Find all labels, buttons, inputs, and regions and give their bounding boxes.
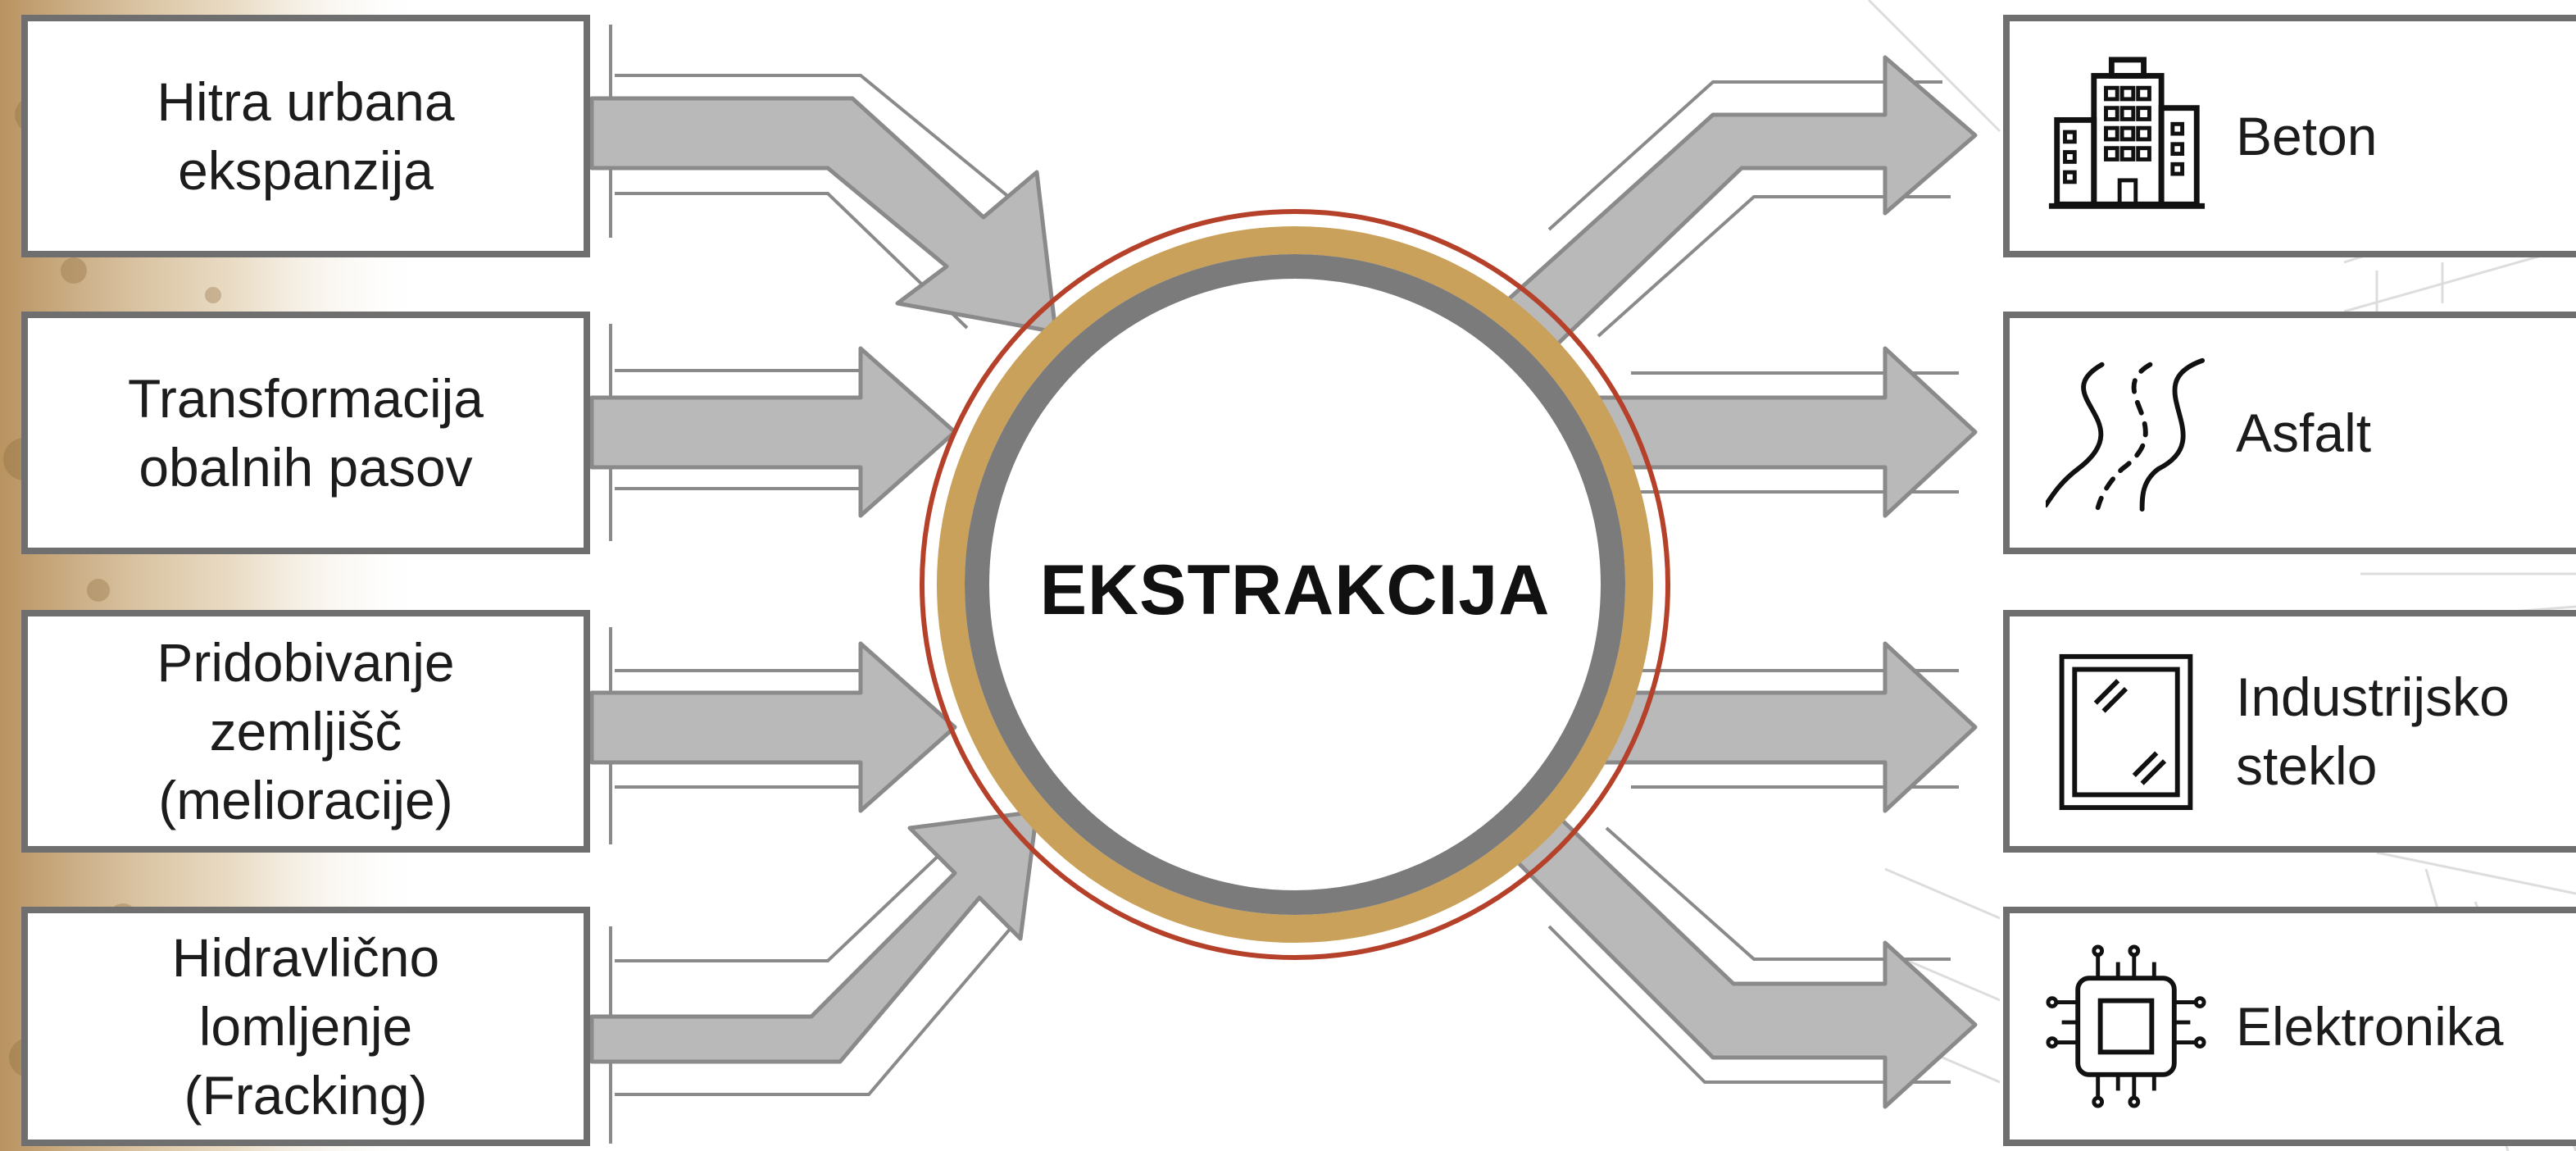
input-arrow-3 — [589, 641, 957, 813]
input-label: Hidravlično lomljenje (Fracking) — [171, 927, 440, 1126]
output-label: Beton — [2236, 106, 2378, 166]
input-label: Transformacija obalnih pasov — [128, 368, 484, 498]
output-arrow-4 — [1506, 809, 1978, 1109]
output-label: Asfalt — [2236, 403, 2372, 463]
output-box-asphalt: Asfalt — [2003, 312, 2576, 554]
input-label: Pridobivanje zemljišč (melioracije) — [157, 632, 455, 830]
building-icon — [2048, 57, 2206, 209]
glass-pane-icon — [2059, 653, 2193, 811]
output-label: Industrijsko steklo — [2236, 666, 2510, 796]
input-arrows — [589, 96, 1058, 1064]
output-arrow-3 — [1596, 641, 1978, 813]
input-box-fracking: Hidravlično lomljenje (Fracking) — [21, 907, 590, 1146]
input-box-urban-expansion: Hitra urbana ekspanzija — [21, 15, 590, 257]
center-label: EKSTRAKCIJA — [1039, 550, 1551, 630]
output-box-industrial-glass: Industrijsko steklo — [2003, 610, 2576, 853]
input-box-coastal-transformation: Transformacija obalnih pasov — [21, 312, 590, 554]
input-arrow-1 — [589, 96, 1058, 334]
output-arrow-1 — [1502, 55, 1978, 347]
input-label: Hitra urbana ekspanzija — [157, 71, 455, 201]
input-box-land-reclamation: Pridobivanje zemljišč (melioracije) — [21, 610, 590, 853]
input-arrow-2 — [589, 346, 957, 518]
output-arrow-2 — [1596, 346, 1978, 518]
output-arrows — [1502, 55, 1978, 1109]
output-box-concrete: Beton — [2003, 15, 2576, 257]
input-arrow-4 — [589, 809, 1039, 1064]
road-icon — [2046, 357, 2206, 512]
microchip-icon — [2046, 944, 2206, 1108]
extraction-ring — [920, 209, 1670, 960]
output-box-electronics: Elektronika — [2003, 907, 2576, 1146]
output-label: Elektronika — [2236, 996, 2504, 1057]
